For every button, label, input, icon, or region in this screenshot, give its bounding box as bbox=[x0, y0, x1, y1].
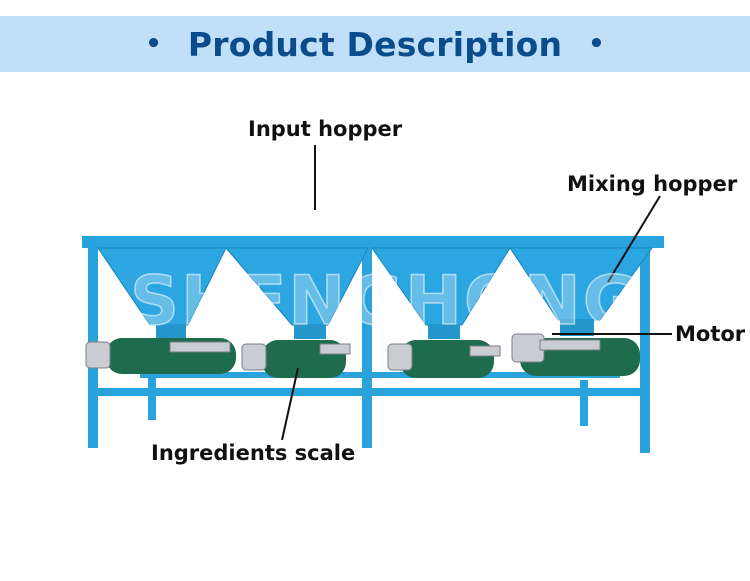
top-frame-bar bbox=[82, 236, 664, 248]
page-title: Product Description bbox=[187, 24, 563, 64]
label-ingredients-scale: Ingredients scale bbox=[151, 441, 356, 465]
header-banner: • Product Description • bbox=[0, 16, 750, 72]
label-motor: Motor bbox=[675, 322, 746, 346]
bullet-left: • bbox=[145, 29, 162, 59]
label-mixing-hopper: Mixing hopper bbox=[567, 172, 738, 196]
hopper-necks bbox=[156, 320, 594, 339]
motors-and-rails bbox=[85, 333, 601, 371]
watermark: SHENGHONG bbox=[129, 261, 641, 342]
leader-lines bbox=[281, 145, 672, 441]
hoppers bbox=[97, 247, 653, 326]
lower-frame bbox=[98, 372, 640, 396]
bullet-right: • bbox=[588, 29, 605, 59]
label-input-hopper: Input hopper bbox=[248, 117, 403, 141]
